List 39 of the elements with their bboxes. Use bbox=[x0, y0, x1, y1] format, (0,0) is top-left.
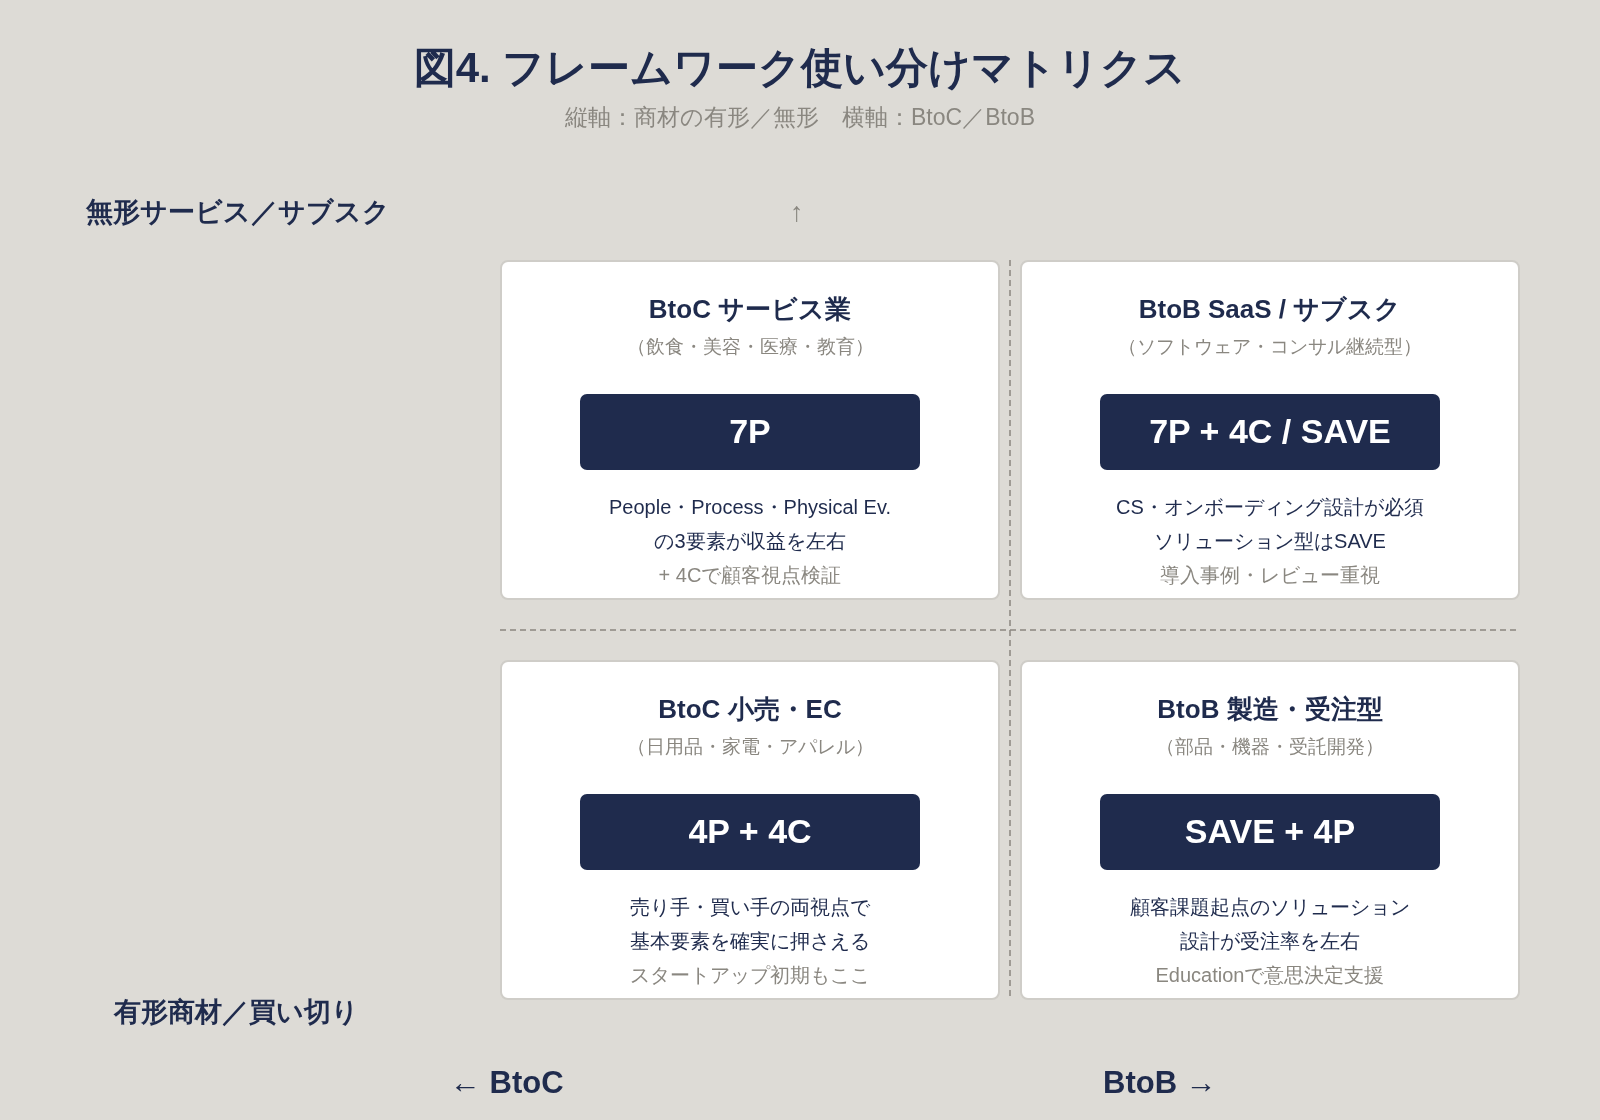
card-description: CS・オンボーディング設計が必須 bbox=[1116, 494, 1424, 520]
card-note: 導入事例・レビュー重視 bbox=[1160, 562, 1380, 588]
card-description: 売り手・買い手の両視点で bbox=[630, 894, 870, 920]
framework-name: 4P + 4C bbox=[688, 811, 812, 852]
card-description: の3要素が収益を左右 bbox=[654, 528, 846, 554]
framework-bar bbox=[580, 393, 920, 470]
card-description: 基本要素を確実に押さえる bbox=[630, 928, 870, 954]
axis-label: BtoB → bbox=[1103, 1064, 1217, 1102]
card-heading: BtoC サービス業 bbox=[648, 293, 852, 326]
framework-bar bbox=[580, 793, 920, 870]
axis-description: 縦軸：商材の有形／無形 横軸：BtoC／BtoB bbox=[564, 103, 1036, 132]
card-subtitle: （ソフトウェア・コンサル継続型） bbox=[1118, 335, 1422, 359]
card-description: 設計が受注率を左右 bbox=[1180, 928, 1360, 954]
card-description: 顧客課題起点のソリューション bbox=[1130, 894, 1410, 920]
quadrant-card bbox=[1020, 260, 1520, 600]
axis-label: ← BtoC bbox=[450, 1064, 564, 1102]
card-note: + 4Cで顧客視点検証 bbox=[658, 562, 842, 588]
framework-bar bbox=[1100, 793, 1440, 870]
card-subtitle: （日用品・家電・アパレル） bbox=[626, 735, 874, 759]
axis-label: 無形サービス／サブスク bbox=[86, 196, 390, 229]
card-subtitle: （飲食・美容・医療・教育） bbox=[626, 335, 874, 359]
card-heading: BtoB 製造・受注型 bbox=[1157, 693, 1383, 726]
card-heading: BtoB SaaS / サブスク bbox=[1138, 293, 1402, 326]
title: 図4. フレームワーク使い分けマトリクス bbox=[412, 43, 1188, 93]
quadrant-card bbox=[1020, 660, 1520, 1000]
axis-label: 有形商材／買い切り bbox=[114, 996, 359, 1029]
card-description: People・Process・Physical Ev. bbox=[609, 494, 891, 520]
card-note: スタートアップ初期もここ bbox=[630, 962, 870, 988]
framework-name: 7P + 4C / SAVE bbox=[1149, 411, 1391, 452]
framework-name: 7P bbox=[729, 411, 771, 452]
card-description: ソリューション型はSAVE bbox=[1154, 528, 1386, 554]
framework-name: SAVE + 4P bbox=[1184, 811, 1356, 852]
quadrant-card bbox=[500, 260, 1000, 600]
card-note: Educationで意思決定支援 bbox=[1155, 962, 1385, 988]
card-subtitle: （部品・機器・受託開発） bbox=[1156, 735, 1384, 759]
card-heading: BtoC 小売・EC bbox=[658, 693, 842, 726]
direction-arrow: ↑ bbox=[790, 196, 804, 229]
framework-bar bbox=[1100, 393, 1440, 470]
quadrant-card bbox=[500, 660, 1000, 1000]
